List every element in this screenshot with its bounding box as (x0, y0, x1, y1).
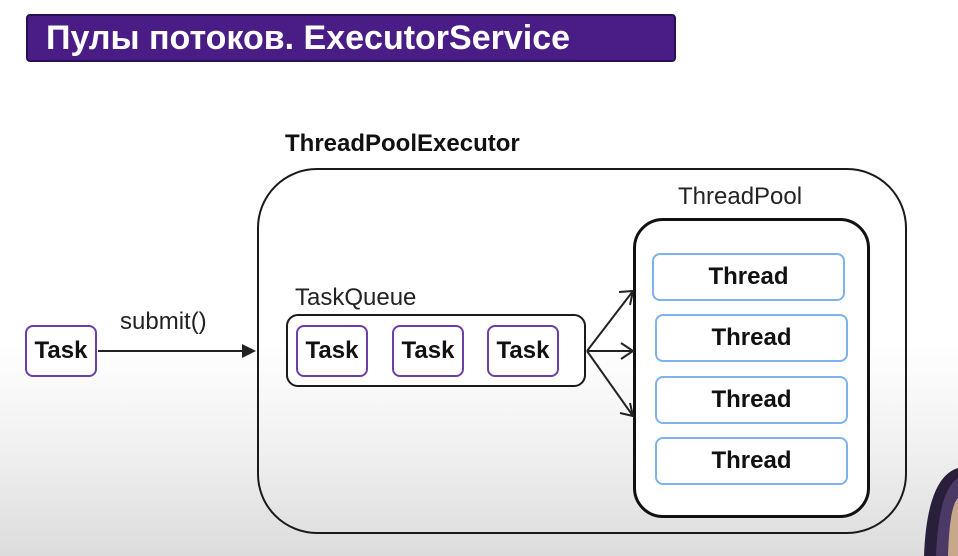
submit-arrow-head (242, 344, 256, 358)
thread-box: Thread (655, 376, 848, 424)
thread-pool-label: ThreadPool (678, 183, 803, 210)
thread-box: Thread (652, 253, 845, 301)
queued-task-box: Task (392, 325, 464, 377)
queued-task-box: Task (487, 325, 559, 377)
thread-box: Thread (655, 437, 848, 485)
thread-pool-executor-box (257, 168, 907, 534)
submitted-task-box: Task (25, 325, 97, 377)
presenter-video-thumbnail (922, 468, 958, 556)
slide-title: Пулы потоков. ExecutorService (26, 14, 676, 62)
submit-label: submit() (120, 308, 207, 335)
executor-label: ThreadPoolExecutor (285, 130, 520, 157)
task-queue-label: TaskQueue (295, 284, 417, 311)
queued-task-box: Task (296, 325, 368, 377)
thread-box: Thread (655, 314, 848, 362)
